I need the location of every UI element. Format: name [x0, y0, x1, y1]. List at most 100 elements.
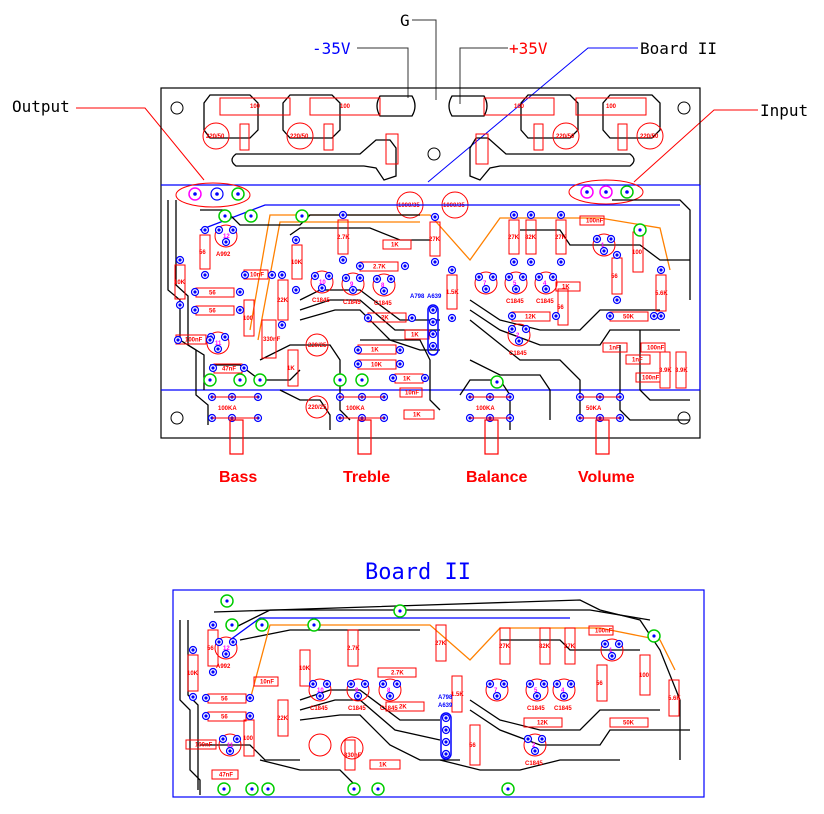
transistor-label: C1845	[312, 298, 330, 304]
board2-ref-label: Board II	[640, 39, 717, 58]
callout-output: Output	[12, 97, 205, 181]
signal-traces	[167, 199, 691, 430]
svg-text:220/50: 220/50	[640, 134, 659, 140]
resistor	[277, 699, 289, 737]
transistor-number: 7	[494, 688, 498, 694]
svg-text:100: 100	[340, 104, 351, 110]
resistor	[539, 627, 551, 665]
regulator-label: A639	[427, 294, 442, 300]
resistor	[174, 264, 186, 300]
component-label: 12K	[537, 721, 549, 727]
svg-text:1000/35: 1000/35	[443, 203, 465, 209]
resistor	[403, 409, 435, 420]
transistor-label: A992	[216, 252, 231, 258]
board2-components: 10K565656100nF10nF10K22K2.7K2.7K2K10047n…	[185, 624, 681, 780]
resistor	[382, 239, 412, 250]
board2-pads	[188, 594, 661, 796]
resistor	[185, 739, 217, 750]
component-label: 12K	[525, 315, 537, 321]
trace	[239, 629, 420, 641]
mounting-hole	[170, 411, 184, 425]
resistor	[187, 654, 199, 692]
trace	[299, 714, 460, 761]
component-label: 56	[207, 646, 214, 652]
component-label: 100	[639, 673, 650, 679]
transistor-label: C1845	[509, 351, 527, 357]
electrolytic-cap	[552, 122, 580, 150]
trace	[469, 709, 690, 746]
resistor	[668, 679, 680, 717]
ground-label: G	[400, 11, 410, 30]
electrolytic-cap	[305, 395, 329, 419]
svg-text:220/50: 220/50	[206, 134, 225, 140]
transistor	[525, 678, 549, 702]
transistor	[214, 636, 238, 660]
resistor	[277, 279, 289, 321]
resistor	[261, 319, 277, 359]
transistor-label: C1845	[343, 300, 361, 306]
component-label: 10K	[174, 280, 186, 286]
electrolytic-cap	[305, 333, 329, 357]
regulator-outline	[427, 304, 439, 356]
trace	[439, 759, 620, 771]
resistor	[253, 676, 279, 687]
component-label: 27K	[564, 644, 576, 650]
resistor	[508, 219, 520, 255]
knob-shafts	[229, 419, 610, 455]
trace	[619, 345, 690, 421]
resistor	[602, 342, 628, 353]
resistor	[525, 219, 537, 255]
knob-label-balance: Balance	[466, 469, 527, 486]
board2-title: Board II	[365, 560, 471, 585]
svg-text:1000/35: 1000/35	[398, 203, 420, 209]
transistor	[552, 678, 576, 702]
trace	[249, 624, 676, 701]
trace	[200, 209, 420, 226]
resistor	[429, 221, 441, 257]
transistor-number: 1	[601, 243, 605, 249]
transistor	[600, 638, 624, 662]
output-connector	[175, 182, 251, 208]
component-label: 1.5K	[451, 692, 464, 698]
trace	[469, 359, 551, 420]
pads-main	[173, 209, 666, 383]
component-label: 27K	[555, 235, 567, 241]
component-label: 56	[469, 743, 476, 749]
transistor-number: 11	[227, 743, 234, 749]
resistor	[451, 675, 463, 713]
transistor	[592, 233, 616, 257]
resistor	[199, 234, 211, 270]
component-label: 330nF	[263, 337, 281, 343]
transistor	[523, 733, 547, 757]
resistor	[588, 625, 614, 636]
transistor	[214, 224, 238, 248]
resistor	[435, 624, 447, 662]
callout-input: Input	[633, 101, 808, 183]
component-label: 2.7K	[337, 235, 350, 241]
transistor-number: 4	[561, 688, 565, 694]
transistor	[206, 331, 230, 355]
svg-text:100: 100	[250, 104, 261, 110]
resistor	[523, 717, 563, 728]
regulator-label: A798	[410, 294, 425, 300]
resistor	[596, 664, 608, 702]
component-label: 27K	[499, 644, 511, 650]
regulator-label: A639	[438, 703, 453, 709]
transistor	[308, 678, 332, 702]
transistor-number: 9	[355, 688, 359, 694]
trace	[469, 699, 660, 731]
resistor	[499, 627, 511, 665]
component-label: 3.9K	[659, 368, 672, 374]
regulator-outline	[440, 712, 452, 760]
transistor-label: C1845	[380, 706, 398, 712]
trace	[612, 199, 691, 300]
trace	[360, 339, 441, 411]
pos-supply-label: +35V	[509, 39, 548, 58]
resistor	[639, 654, 651, 696]
resistor	[399, 387, 423, 398]
component-label: 1.5K	[446, 290, 459, 296]
resistor	[675, 351, 687, 389]
resistor	[483, 97, 555, 116]
component-label: 27K	[435, 641, 447, 647]
